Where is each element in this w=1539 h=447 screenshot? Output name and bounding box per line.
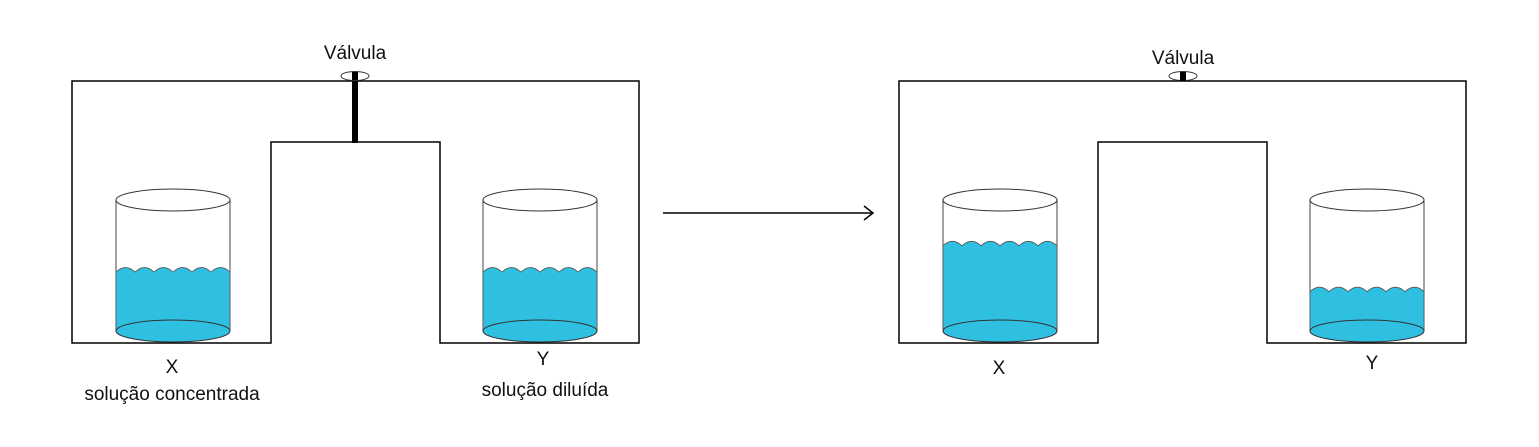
valve-stem xyxy=(1180,72,1186,81)
beaker-x-label: X xyxy=(166,357,179,378)
valve-stem xyxy=(352,76,358,143)
valve-label: Válvula xyxy=(324,43,387,64)
before-setup: Válvula X solução concentrada Y solução … xyxy=(71,43,640,405)
beaker-y-label: Y xyxy=(1366,353,1379,374)
water-fill xyxy=(482,267,598,332)
beaker-bottom xyxy=(482,319,598,343)
beaker-y xyxy=(1309,188,1425,343)
transition-arrow xyxy=(663,205,875,221)
valve-label: Válvula xyxy=(1152,48,1215,69)
water-fill xyxy=(942,240,1058,332)
beaker-x-caption: solução concentrada xyxy=(84,384,260,405)
water-fill xyxy=(115,267,231,332)
beaker-rim xyxy=(482,188,598,212)
beaker-rim xyxy=(1309,188,1425,212)
before-enclosure xyxy=(71,80,640,344)
beaker-x xyxy=(115,188,231,343)
beaker-rim xyxy=(115,188,231,212)
valve-stem-top xyxy=(352,72,358,80)
beaker-bottom xyxy=(115,319,231,343)
after-setup: Válvula X Y xyxy=(898,48,1467,379)
beaker-y-label: Y xyxy=(537,349,550,370)
beaker-bottom xyxy=(942,319,1058,343)
after-enclosure xyxy=(898,80,1467,344)
beaker-y-caption: solução diluída xyxy=(482,380,609,401)
water-fill xyxy=(1309,286,1425,332)
beaker-x xyxy=(942,188,1058,343)
beaker-x-label: X xyxy=(993,358,1006,379)
beaker-y xyxy=(482,188,598,343)
beaker-bottom xyxy=(1309,319,1425,343)
beaker-rim xyxy=(942,188,1058,212)
